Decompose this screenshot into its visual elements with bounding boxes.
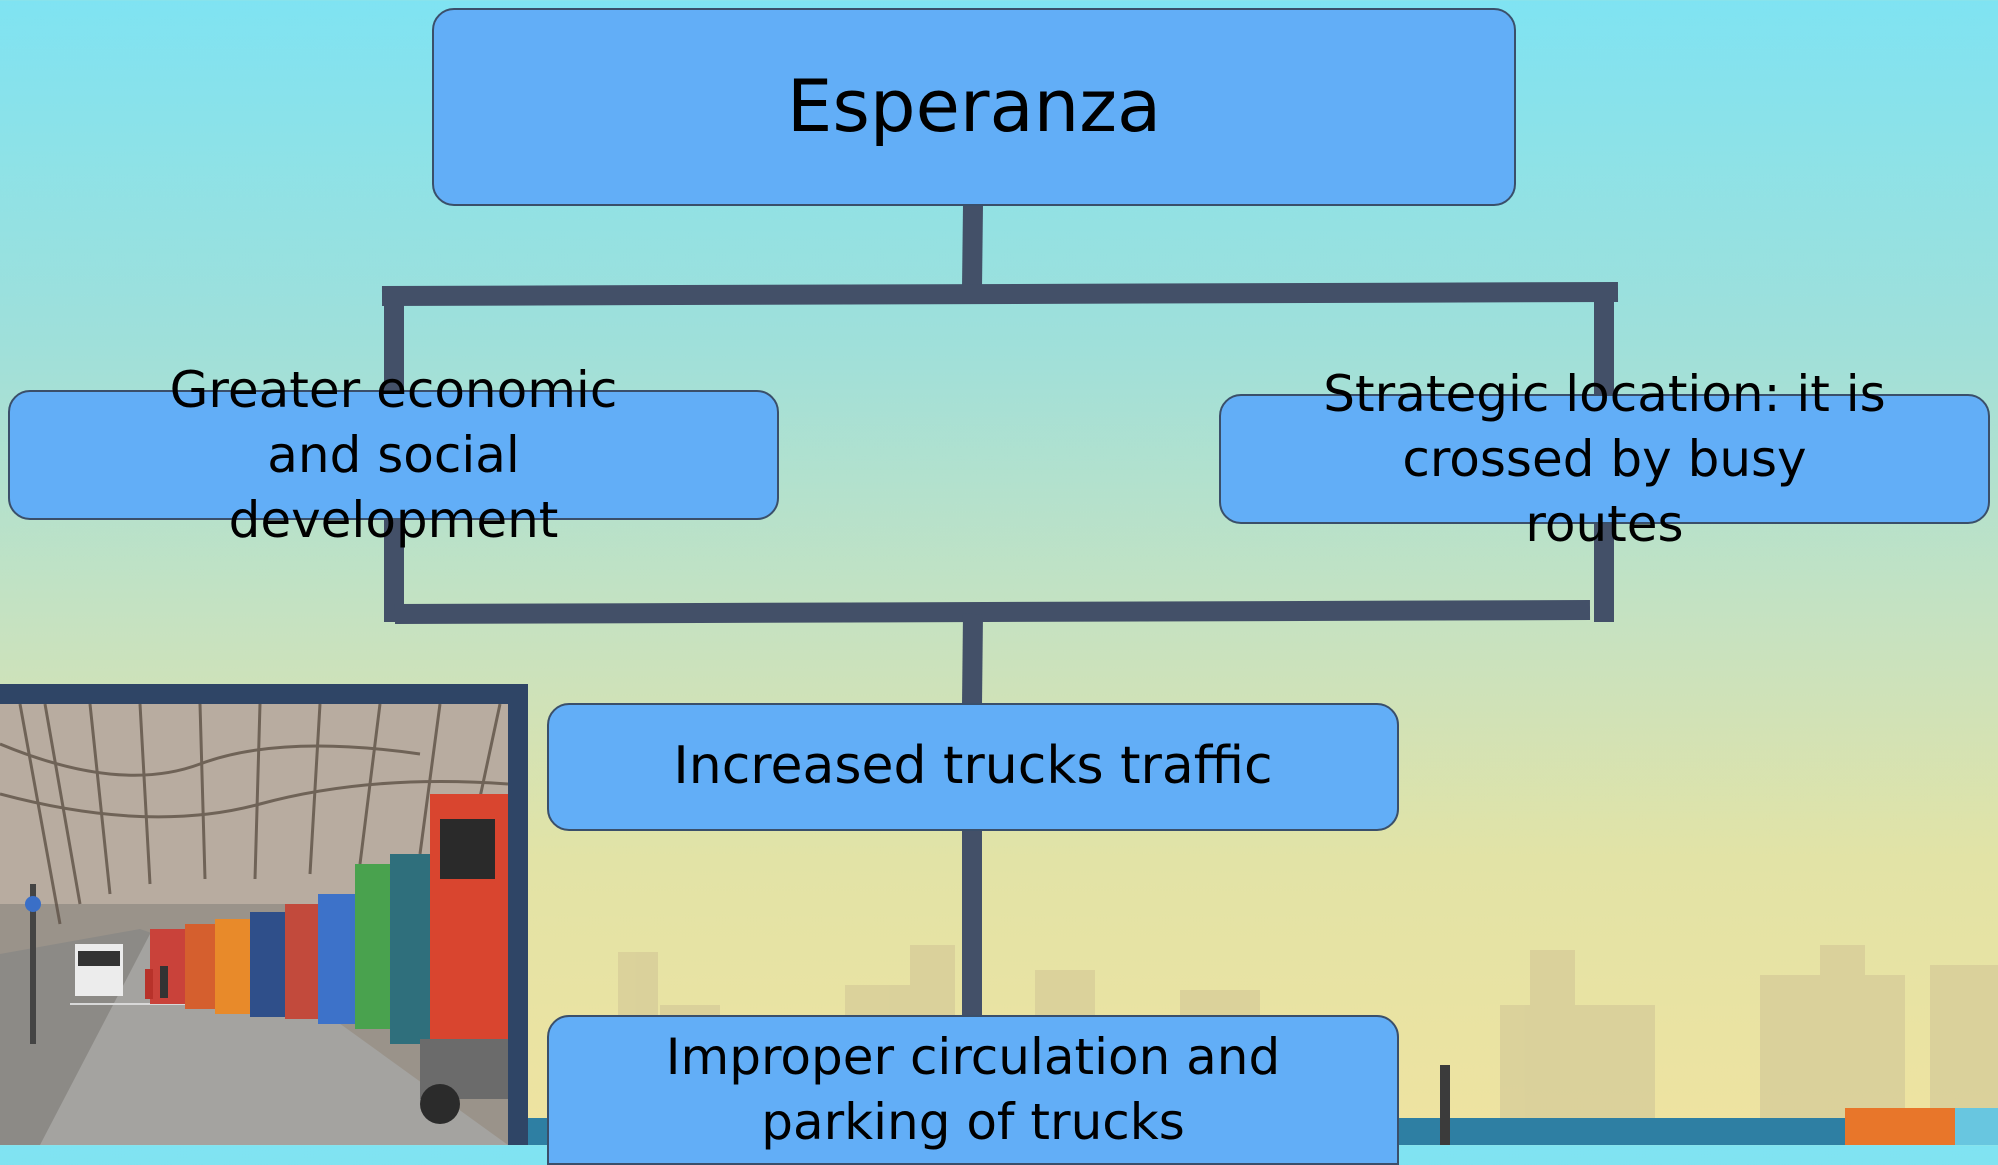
root-node-label: Esperanza xyxy=(786,64,1162,149)
left-cause-label: Greater economic and social development xyxy=(169,360,618,549)
outcome-node: Improper circulation and parking of truc… xyxy=(547,1015,1399,1165)
trucks-street-photo xyxy=(0,704,508,1145)
photo-frame xyxy=(0,684,528,1145)
effect-node: Increased trucks traffic xyxy=(547,703,1399,831)
effect-label: Increased trucks traffic xyxy=(673,736,1273,797)
right-cause-node: Strategic location: it is crossed by bus… xyxy=(1219,365,1990,553)
outcome-label: Improper circulation and parking of truc… xyxy=(665,1028,1281,1151)
right-cause-label: Strategic location: it is crossed by bus… xyxy=(1323,364,1886,553)
left-cause-node: Greater economic and social development xyxy=(8,361,779,549)
root-node-esperanza: Esperanza xyxy=(432,8,1516,206)
